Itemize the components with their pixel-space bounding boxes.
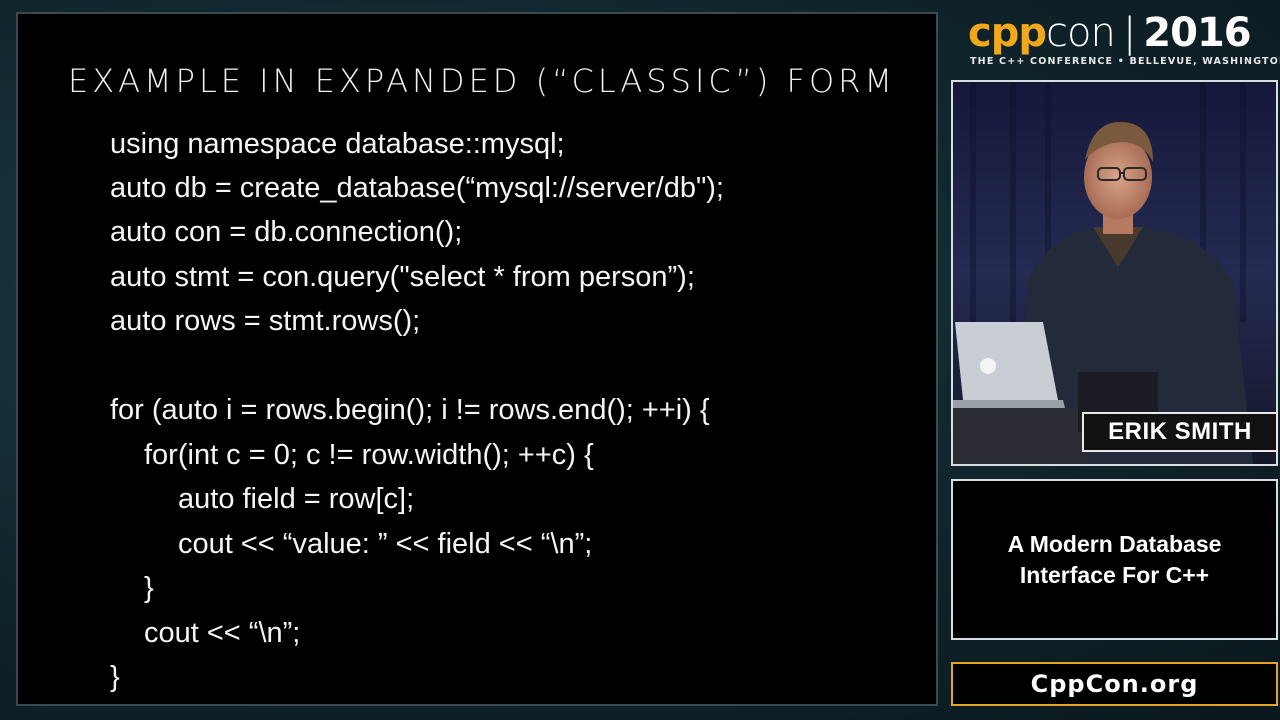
site-url-panel: CppCon.org	[951, 662, 1278, 706]
code-line: cout << “value: ” << field << “\n”;	[178, 528, 593, 560]
code-line: }	[110, 661, 120, 693]
cppcon-logo: cppcon|2016 THE C++ CONFERENCE • BELLEVU…	[966, 10, 1280, 72]
logo-cpp: cpp	[968, 10, 1047, 56]
code-line: auto stmt = con.query("select * from per…	[110, 261, 695, 293]
speaker-video-frame	[953, 82, 1276, 464]
speaker-name-badge: ERIK SMITH	[1082, 412, 1278, 452]
code-line: auto rows = stmt.rows();	[110, 305, 421, 337]
slide-panel: EXAMPLE IN EXPANDED (“CLASSIC”) FORM usi…	[16, 12, 938, 706]
logo-year: 2016	[1143, 10, 1251, 56]
code-line: using namespace database::mysql;	[110, 128, 565, 160]
code-line: auto field = row[c];	[178, 483, 415, 515]
code-line: cout << “\n”;	[144, 617, 301, 649]
code-line: for (auto i = rows.begin(); i != rows.en…	[110, 394, 710, 426]
code-line: auto con = db.connection();	[110, 216, 463, 248]
logo-con: con	[1045, 10, 1116, 56]
logo-separator: |	[1122, 10, 1137, 56]
speaker-video	[951, 80, 1278, 466]
logo-tagline: THE C++ CONFERENCE • BELLEVUE, WASHINGTO…	[970, 56, 1280, 67]
talk-title: A Modern Database Interface For C++	[1007, 530, 1222, 588]
code-line: }	[144, 572, 154, 604]
logo-wordmark: cppcon|2016	[968, 10, 1252, 56]
code-line: for(int c = 0; c != row.width(); ++c) {	[144, 439, 594, 471]
talk-title-panel: A Modern Database Interface For C++	[951, 479, 1278, 640]
code-line: auto db = create_database(“mysql://serve…	[110, 172, 724, 204]
slide-title: EXAMPLE IN EXPANDED (“CLASSIC”) FORM	[68, 62, 896, 100]
